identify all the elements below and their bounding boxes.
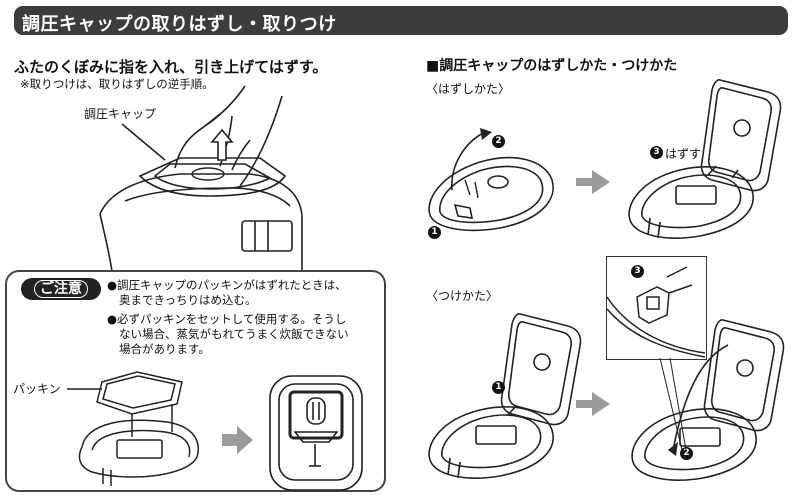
step-number-2-attach: 2 bbox=[680, 447, 693, 460]
gray-arrow-notice bbox=[222, 426, 253, 454]
section-header bbox=[14, 6, 788, 35]
caution-box: ご注意 ●調圧キャップのパッキンがはずれたときは、 奥まできっちりはめ込む。 ●… bbox=[5, 270, 386, 492]
packing-diagram bbox=[67, 371, 363, 491]
attach-label: 〈つけかた〉 bbox=[426, 289, 499, 303]
step-number-3-inset: 3 bbox=[631, 265, 644, 278]
attach-note: ※取りつけは、取りはずしの逆手順。 bbox=[20, 77, 214, 91]
caution-item1-line2: 奥まできっちりはめ込む。 bbox=[119, 293, 257, 307]
cap-label: 調圧キャップ bbox=[84, 107, 157, 121]
inset-pointer-lines bbox=[659, 357, 687, 451]
cap-closed-diagram bbox=[428, 128, 554, 232]
caution-item2-line1: ●必ずパッキンをセットして使用する。そうし bbox=[107, 312, 347, 326]
cap-open-diagram bbox=[628, 79, 782, 239]
hinge-detail-diagram bbox=[606, 266, 706, 358]
caution-item2-line2: ない場合、蒸気がもれてうまく炊飯できない bbox=[119, 327, 349, 341]
step-number-1-remove: 1 bbox=[428, 226, 441, 239]
removal-instruction: ふたのくぼみに指を入れ、引き上げてはずす。 bbox=[14, 58, 328, 76]
remove-step3-text: はずす bbox=[665, 147, 702, 161]
caution-badge: ご注意 bbox=[21, 278, 101, 300]
inset-detail-box: 3 bbox=[606, 256, 707, 360]
gray-arrow-attach bbox=[576, 392, 610, 416]
right-section-title: ■調圧キャップのはずしかた・つけかた bbox=[426, 58, 678, 74]
step-number-3-remove: 3 bbox=[650, 146, 663, 159]
section-title: 調圧キャップの取りはずし・取りつけ bbox=[22, 14, 337, 35]
gray-arrow-remove bbox=[576, 170, 610, 194]
remove-label: 〈はずしかた〉 bbox=[426, 82, 511, 96]
caution-item2-line3: 場合があります。 bbox=[119, 342, 210, 356]
rice-cooker-illustration bbox=[99, 85, 303, 273]
caution-item1-line1: ●調圧キャップのパッキンがはずれたときは、 bbox=[107, 278, 347, 292]
packing-label: パッキン bbox=[13, 382, 61, 396]
step-number-1-attach: 1 bbox=[492, 381, 505, 394]
cap-attach-close-diagram bbox=[631, 319, 785, 481]
cap-attach-open-diagram bbox=[428, 313, 582, 479]
step-number-2-remove: 2 bbox=[492, 135, 505, 148]
